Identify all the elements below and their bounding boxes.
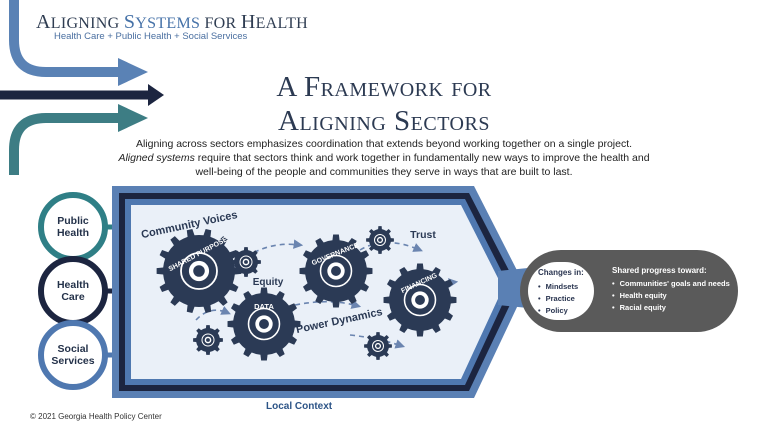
- intro-paragraph: Aligning across sectors emphasizes coord…: [118, 138, 650, 178]
- gear-core: [193, 265, 205, 277]
- gear-ring: [319, 254, 353, 288]
- flow-arrow: [294, 299, 362, 309]
- progress-panel: Shared progress toward: Communities' goa…: [612, 266, 730, 314]
- gear-shared-purpose: [156, 229, 242, 313]
- factor-trust: Trust: [410, 229, 436, 241]
- list-item: Health equity: [612, 290, 730, 302]
- list-item: Racial equity: [612, 302, 730, 314]
- gear-core: [378, 238, 382, 242]
- factor-equity: Equity: [253, 277, 284, 288]
- changes-panel: Changes in: Mindsets Practice Policy: [528, 262, 594, 320]
- list-item: Mindsets: [538, 281, 594, 293]
- gear-small: [231, 247, 261, 277]
- gear-ring: [374, 234, 386, 246]
- list-item: Policy: [538, 305, 594, 317]
- list-item: Communities' goals and needs: [612, 278, 730, 290]
- progress-list: Communities' goals and needs Health equi…: [612, 278, 730, 314]
- decorative-arrows: [0, 0, 164, 175]
- gear-core: [206, 338, 210, 342]
- sector-social-services: Social Services: [38, 320, 108, 390]
- framework-diagram: SHARED PURPOSE DATA GOVERNANCE FINANCING…: [106, 186, 528, 398]
- gear-governance: [299, 234, 373, 308]
- brand-title: ALIGNING SYSTEMS FOR HEALTH: [36, 11, 309, 33]
- sector-public-health: Public Health: [38, 192, 108, 262]
- gear-small: [193, 325, 223, 355]
- gear-data: [227, 287, 301, 361]
- local-context-label: Local Context: [266, 401, 333, 412]
- gear-financing: [383, 263, 457, 337]
- gear-small: [364, 332, 392, 360]
- sector-health-care: Health Care: [38, 256, 108, 326]
- copyright: © 2021 Georgia Health Policy Center: [30, 412, 162, 421]
- list-item: Practice: [538, 293, 594, 305]
- changes-list: Mindsets Practice Policy: [538, 281, 594, 317]
- brand-subtitle: Health Care + Public Health + Social Ser…: [54, 31, 248, 42]
- page-title: A Framework for Aligning Sectors: [276, 71, 492, 137]
- gear-core: [259, 319, 269, 329]
- gear-ring: [372, 340, 384, 352]
- gear-core: [331, 266, 341, 276]
- gear-small: [366, 226, 394, 254]
- gear-core: [415, 295, 425, 305]
- progress-heading: Shared progress toward:: [612, 266, 707, 275]
- gear-ring: [403, 283, 437, 317]
- gear-label-data: DATA: [254, 302, 274, 311]
- gear-core: [376, 344, 380, 348]
- gear-core: [244, 260, 248, 264]
- gear-ring: [180, 252, 218, 290]
- flow-arrow: [231, 239, 304, 269]
- gear-ring: [247, 307, 281, 341]
- gear-ring: [201, 333, 215, 347]
- gear-ring: [239, 255, 253, 269]
- flow-arrow: [195, 306, 231, 321]
- changes-heading: Changes in:: [538, 268, 584, 277]
- results-panel: Changes in: Mindsets Practice Policy Sha…: [520, 250, 738, 332]
